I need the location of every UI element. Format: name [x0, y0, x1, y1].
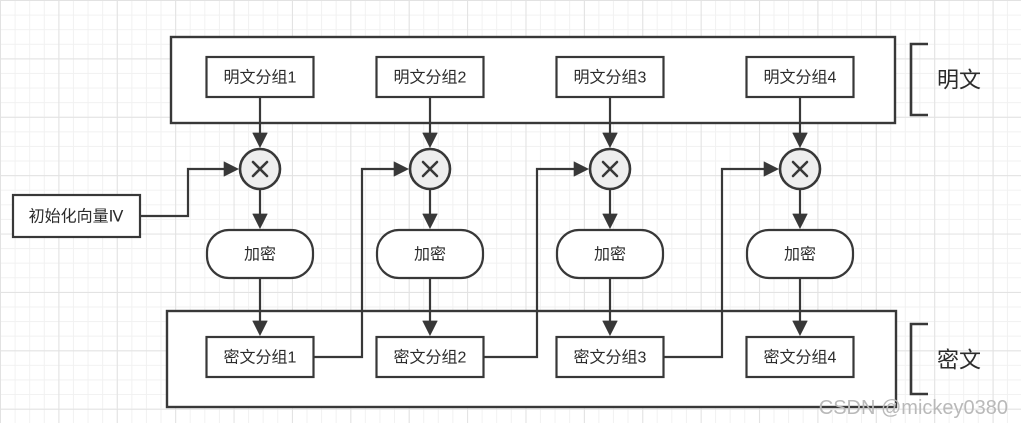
encrypt-node-2-label: 加密	[414, 246, 446, 264]
connector-cipher2-xor3	[483, 161, 590, 359]
plaintext-group-label: 明文	[937, 68, 981, 93]
encrypt-node-3-label: 加密	[594, 246, 626, 264]
connector-iv-xor1	[140, 161, 240, 218]
connector-cipher3-xor4	[663, 161, 780, 359]
encrypt-node-1-label: 加密	[244, 246, 276, 264]
watermark-text: CSDN @mickey0380	[819, 397, 1008, 419]
plaintext-bracket	[909, 42, 928, 117]
plaintext-block-2: 明文分组2	[375, 55, 485, 99]
iv-box: 初始化向量Ⅳ	[11, 193, 142, 239]
plaintext-block-3: 明文分组3	[555, 55, 665, 99]
xor-icon	[601, 160, 619, 178]
ciphertext-block-4: 密文分组4	[745, 335, 855, 379]
encrypt-node-3: 加密	[555, 228, 665, 280]
ciphertext-group-label: 密文	[937, 348, 981, 373]
plaintext-block-1: 明文分组1	[205, 55, 315, 99]
xor-icon	[251, 160, 269, 178]
xor-node-1	[238, 147, 282, 191]
plaintext-block-3-label: 明文分组3	[574, 69, 647, 87]
ciphertext-bracket	[909, 322, 928, 396]
xor-node-2	[408, 147, 452, 191]
ciphertext-block-1: 密文分组1	[205, 335, 315, 379]
plaintext-block-4-label: 明文分组4	[764, 69, 837, 87]
ciphertext-block-1-label: 密文分组1	[224, 349, 297, 367]
encrypt-node-1: 加密	[205, 228, 315, 280]
ciphertext-block-2-label: 密文分组2	[394, 349, 467, 367]
iv-box-label: 初始化向量Ⅳ	[29, 208, 124, 226]
ciphertext-block-2: 密文分组2	[375, 335, 485, 379]
plaintext-block-4: 明文分组4	[745, 55, 855, 99]
xor-node-4	[778, 147, 822, 191]
xor-icon	[791, 160, 809, 178]
ciphertext-block-3: 密文分组3	[555, 335, 665, 379]
connector-cipher1-xor2	[313, 161, 410, 359]
plaintext-block-2-label: 明文分组2	[394, 69, 467, 87]
xor-icon	[421, 160, 439, 178]
encrypt-node-4: 加密	[745, 228, 855, 280]
plaintext-block-1-label: 明文分组1	[224, 69, 297, 87]
xor-node-3	[588, 147, 632, 191]
ciphertext-block-3-label: 密文分组3	[574, 349, 647, 367]
encrypt-node-4-label: 加密	[784, 246, 816, 264]
ciphertext-block-4-label: 密文分组4	[764, 349, 837, 367]
encrypt-node-2: 加密	[375, 228, 485, 280]
